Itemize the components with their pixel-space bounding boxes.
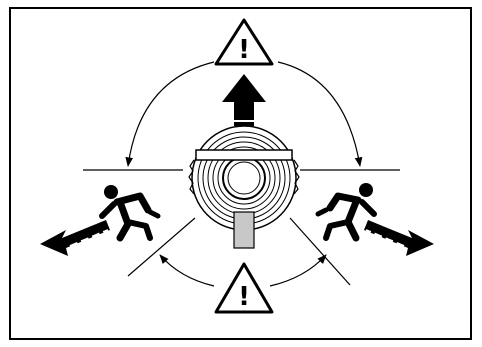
warning-triangle-icon: !	[216, 264, 272, 312]
lower-left-arc-arrow	[160, 255, 214, 286]
tree-stump-icon	[189, 126, 299, 248]
warning-symbol-top: !	[238, 35, 250, 65]
left-escape-direction-arrow-icon	[40, 220, 110, 256]
lower-right-arc-arrow	[270, 255, 326, 286]
warning-symbol-bottom: !	[238, 282, 250, 312]
escape-runner-icon-left	[102, 185, 158, 238]
felling-notch	[196, 150, 292, 160]
right-escape-direction-arrow-icon	[364, 220, 434, 256]
warning-triangle-icon: !	[216, 20, 272, 65]
back-cut-block	[234, 212, 254, 248]
